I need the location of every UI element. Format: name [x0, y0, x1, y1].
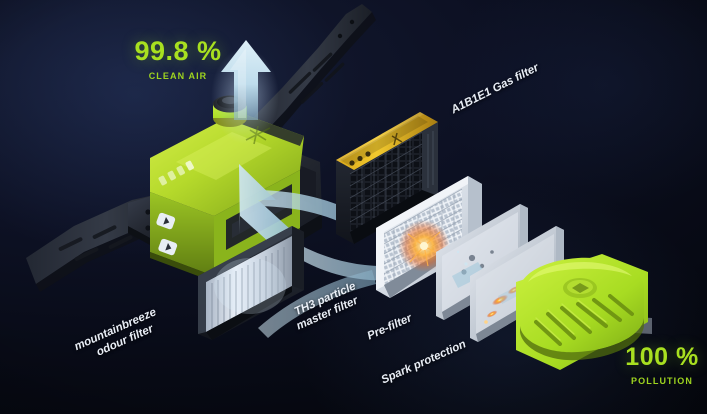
clean-air-value: 99.8 %: [134, 36, 222, 66]
stat-pollution: 100 % POLLUTION: [616, 343, 707, 387]
pollution-caption: POLLUTION: [631, 376, 693, 386]
pollution-value: 100 %: [625, 343, 699, 371]
clean-air-caption: CLEAN AIR: [148, 71, 208, 81]
stat-clean-air: 99.8 % CLEAN AIR: [118, 36, 238, 82]
